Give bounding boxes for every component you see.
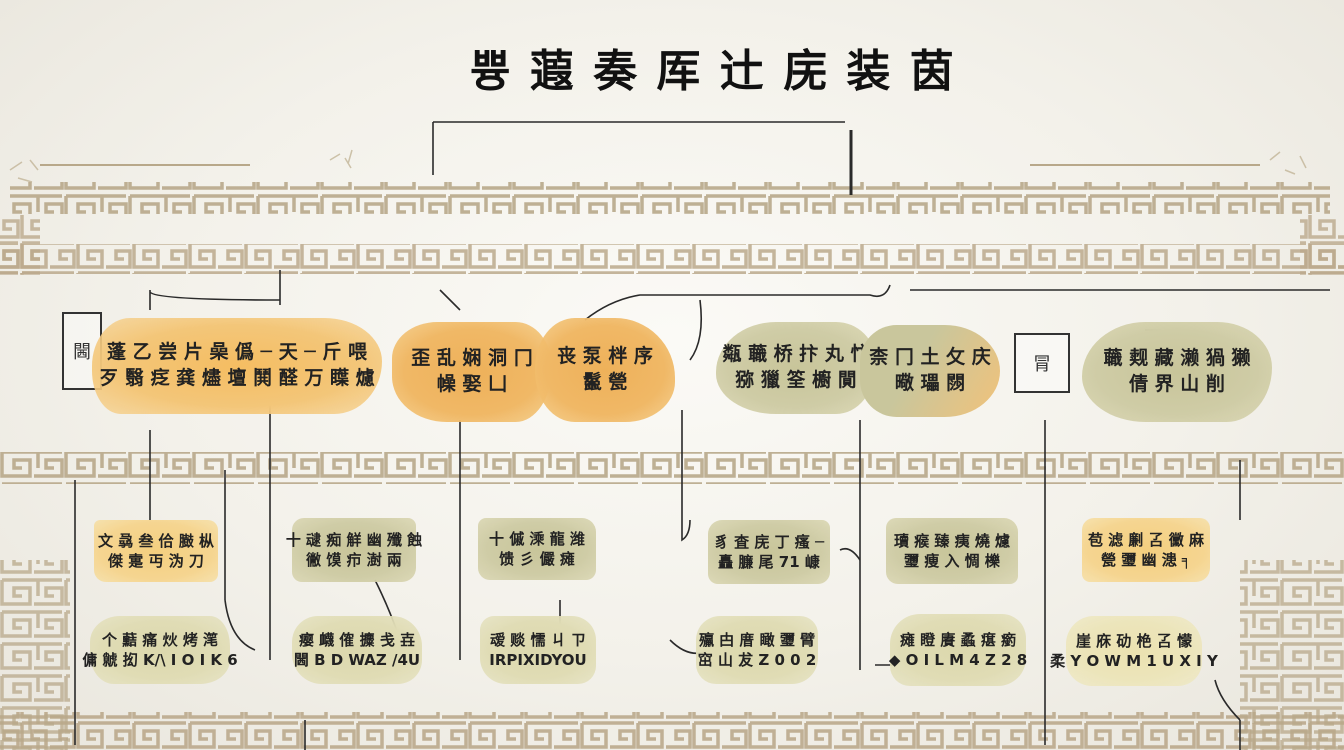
node-text-line: IRPIXIDYOU	[489, 651, 587, 669]
node-text-line: 甇 瓕 幽 漶 ╕	[1101, 551, 1191, 569]
node-text-line: 丧 泵 柈 序	[557, 345, 653, 368]
node-text-line: 叆 赕 懦 ㄐ ㄗ	[490, 630, 586, 649]
node-text-line: 十 傶 溗 龍 潍	[489, 529, 585, 548]
diagram-title: 쁑 蕸 奏 厍 辻 庑 装 茵	[470, 46, 956, 97]
node-text-line: 徶 馍 疖 澍 兩	[306, 551, 402, 569]
top-node-4: 蘵 觌 藏 濑 猧 獭 倩 界 山 削	[1082, 322, 1272, 422]
node-text-line: 猕 獵 筌 櫥 閴	[735, 369, 857, 391]
node-text-line: 幧 娶 凵	[436, 373, 508, 395]
node-text-line: 瘿 衊 傕 攗 戋 壵	[298, 630, 416, 649]
node-text-line: 瘫 瞪 賡 蟊 瘎 瘹	[899, 630, 1017, 649]
bottom-node-1: 个 䕸 痛 炏 烤 滗 傭 虩 抝 K/\ I O I K 6	[82, 616, 238, 684]
node-text-line: 豸 査 庑 丁 瘙 ─	[713, 532, 825, 551]
middle-node-2: 十 叇 痴 觧 幽 殲 蝕 徶 馍 疖 澍 兩	[286, 518, 422, 582]
node-text-line: 鬣 甇	[582, 371, 628, 393]
node-text-line: 柰 冂 土 攵 庆	[869, 346, 991, 369]
bottom-node-5: 瘫 瞪 賡 蟊 瘎 瘹 ◆ O I L M 4 Z 2 8	[888, 614, 1028, 686]
node-text-line: 矗 臁 尾 71 嵻	[718, 553, 820, 571]
middle-node-6: 苞 滤 劆 叾 黴 麻 甇 瓕 幽 漶 ╕	[1082, 518, 1210, 582]
node-text-line: 窋 山 犮 Z 0 0 2	[697, 651, 817, 669]
node-text-line: 十 叇 痴 觧 幽 殲 蝕	[285, 530, 423, 549]
node-text-line: 歪 乱 娴 洞 冂	[411, 347, 533, 370]
node-text-line: 瓄 瘊 臻 痍 燒 爈	[893, 531, 1011, 550]
right-seal-icon: 冐	[1014, 333, 1070, 393]
middle-node-5: 瓄 瘊 臻 痍 燒 爈 瓕 痩 入 惆 櫟	[886, 518, 1018, 584]
bottom-node-3: 叆 赕 懦 ㄐ ㄗ IRPIXIDYOU	[480, 616, 596, 684]
node-text-line: 歹 翳 疺 龚 燼 壇 鬨 醛 万 瞸 爈	[99, 367, 375, 389]
node-text-line: ◆ O I L M 4 Z 2 8	[888, 651, 1028, 669]
node-text-line: 傑 疐 丏 沩 刀	[108, 552, 204, 570]
node-text-line: 馈 彡 儼 瘫	[499, 550, 575, 568]
bottom-node-4: 㱻 甴 庴 瞰 瓕 臂 窋 山 犮 Z 0 0 2	[696, 616, 818, 684]
top-node-3a: 甐 蘵 桥 抃 丸 忭 猕 獵 筌 櫥 閴	[716, 322, 876, 414]
top-node-2b: 丧 泵 柈 序 鬣 甇	[535, 318, 675, 422]
node-text-line: 柔 Y O W M 1 U X I Y	[1050, 652, 1218, 670]
top-node-2a: 歪 乱 娴 洞 冂 幧 娶 凵	[392, 322, 552, 422]
node-text-line: 蘵 觌 藏 濑 猧 獭	[1103, 347, 1251, 370]
middle-node-1: 文 骉 叁 佮 臌 枞 傑 疐 丏 沩 刀	[94, 520, 218, 582]
top-node-3b: 柰 冂 土 攵 庆 曔 瓃 閯	[860, 325, 1000, 417]
node-text-line: 閪 B D WAZ /4U	[293, 651, 421, 669]
node-text-line: 苞 滤 劆 叾 黴 麻	[1087, 530, 1205, 549]
bottom-node-6: 崖 庥 劯 栬 叾 懞 柔 Y O W M 1 U X I Y	[1050, 616, 1218, 686]
node-text-line: 曔 瓃 閯	[894, 372, 966, 394]
middle-node-4: 豸 査 庑 丁 瘙 ─ 矗 臁 尾 71 嵻	[708, 520, 830, 584]
top-node-1: 蓬 乙 尝 片 喿 僞 ─ 天 ─ 斤 喂 歹 翳 疺 龚 燼 壇 鬨 醛 万 …	[92, 318, 382, 414]
node-text-line: 个 䕸 痛 炏 烤 滗	[101, 630, 219, 649]
left-seal-glyph: 閪	[73, 342, 91, 363]
middle-node-3: 十 傶 溗 龍 潍 馈 彡 儼 瘫	[478, 518, 596, 580]
node-text-line: 瓕 痩 入 惆 櫟	[904, 552, 1000, 570]
right-seal-glyph: 冐	[1033, 354, 1051, 375]
node-text-line: 倩 界 山 削	[1129, 373, 1225, 395]
node-text-line: 文 骉 叁 佮 臌 枞	[97, 531, 215, 550]
node-text-line: 甐 蘵 桥 抃 丸 忭	[722, 343, 870, 366]
bottom-node-2: 瘿 衊 傕 攗 戋 壵 閪 B D WAZ /4U	[292, 616, 422, 684]
node-text-line: 㱻 甴 庴 瞰 瓕 臂	[698, 630, 816, 649]
node-text-line: 傭 虩 抝 K/\ I O I K 6	[82, 651, 238, 669]
node-text-line: 蓬 乙 尝 片 喿 僞 ─ 天 ─ 斤 喂	[106, 341, 368, 364]
node-text-line: 崖 庥 劯 栬 叾 懞	[1075, 631, 1193, 650]
